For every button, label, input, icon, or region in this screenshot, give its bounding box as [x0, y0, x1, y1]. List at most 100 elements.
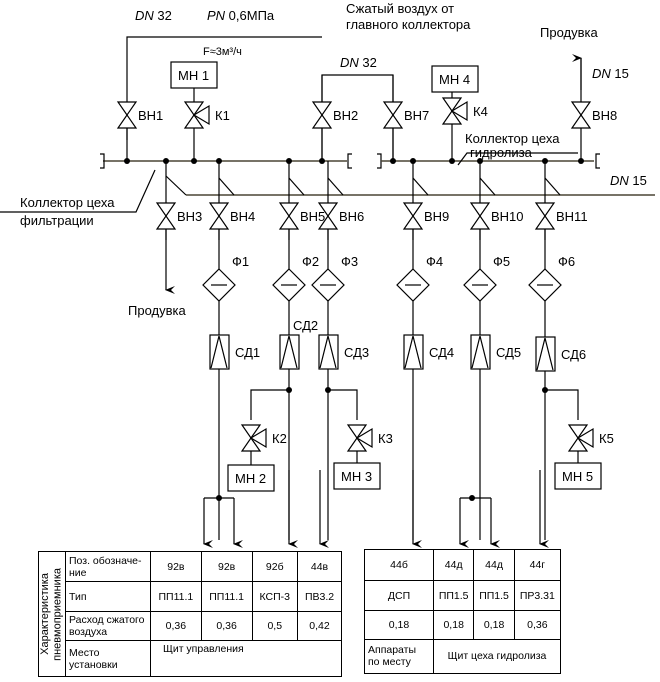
sensor-mark [536, 337, 554, 371]
valve-label: ВН11 [556, 209, 588, 224]
flange-mid-1 [347, 153, 352, 169]
branch-slash [412, 177, 429, 196]
flange-mid-2 [377, 153, 382, 169]
sensor-label: СД5 [496, 345, 521, 360]
sensor-box [403, 334, 424, 370]
gauge-label: МН 2 [235, 471, 266, 486]
flange-left [100, 153, 105, 169]
gate-valve-icon [469, 202, 491, 230]
sensor-box [318, 334, 339, 370]
junction-dot [578, 158, 584, 164]
valve-label: ВН4 [230, 209, 255, 224]
purge-bottom-label: Продувка [128, 303, 186, 318]
valve-label: ВН9 [424, 209, 449, 224]
actuator-icon [450, 100, 468, 122]
actuator-icon [355, 427, 373, 449]
filter-label: Ф2 [302, 254, 319, 269]
cell-type: ПП11.1 [150, 581, 202, 612]
cell-pos: 44б [364, 548, 434, 582]
branch-slash [218, 177, 235, 196]
junction-dot [449, 158, 455, 164]
sensor-box [209, 334, 230, 370]
pressure-valve-label: К3 [378, 431, 393, 446]
pressure-valve-label: К2 [272, 431, 287, 446]
sensor-mark [404, 335, 422, 369]
branch-slash [544, 177, 561, 196]
cell-type: КСП-3 [251, 581, 299, 612]
valve-label: ВН6 [339, 209, 364, 224]
cell-pos: 44д [432, 548, 475, 582]
gauge-box [333, 462, 381, 490]
row-label-location: Место установки [65, 640, 151, 677]
gauge-box [170, 61, 218, 89]
gate-valve-icon [208, 202, 230, 230]
cell-type: ДСП [364, 580, 434, 612]
gauge-box [431, 65, 479, 93]
pressure-valve-label: К4 [473, 104, 488, 119]
gate-valve-icon [278, 202, 300, 230]
flange-right [595, 153, 600, 169]
hydrolysis-label-1: Коллектор цеха [465, 131, 560, 146]
filtration-leader [0, 169, 156, 213]
sensor-label: СД2 [293, 318, 318, 333]
branch-slash [288, 177, 305, 196]
cell-flow: 0,42 [297, 611, 342, 641]
sensor-label: СД4 [429, 345, 454, 360]
sensor-box [470, 334, 491, 370]
cell-pos: 92б [251, 551, 299, 582]
cell-type: ПП11.1 [200, 581, 253, 612]
sensor-label: СД3 [344, 345, 369, 360]
pressure-valve-label: К5 [599, 431, 614, 446]
pressure-valve-label: К1 [215, 108, 230, 123]
valve-label: ВН3 [177, 209, 202, 224]
valve-label: ВН1 [138, 108, 163, 123]
dn-bypass-label: DN 32 [340, 55, 377, 70]
k3-branch [328, 389, 358, 420]
gate-valve-icon [155, 202, 177, 230]
hydrolysis-leader [457, 152, 578, 166]
cell-pos: 92в [150, 551, 202, 582]
cell-type: ПП1.5 [473, 580, 515, 612]
sensor-box [279, 334, 300, 370]
sensor-label: СД1 [235, 345, 260, 360]
filter-label: Ф5 [493, 254, 510, 269]
sensor-mark [471, 335, 489, 369]
gauge-box [227, 464, 275, 492]
actuator-icon [576, 427, 594, 449]
gate-valve-icon [382, 101, 404, 129]
gauge-box [554, 462, 602, 490]
cell-pos: 44в [297, 551, 342, 582]
branch-slash [165, 175, 187, 196]
valve-label: ВН8 [592, 108, 617, 123]
cell-flow: 0,36 [150, 611, 202, 641]
cell-pos: 44г [513, 548, 562, 582]
cell-location: Щит управления [150, 640, 342, 677]
cell-flow: 0,18 [432, 610, 475, 640]
source-label-1: Сжатый воздух от [346, 1, 454, 16]
sensor-mark [319, 335, 337, 369]
gate-valve-icon [534, 202, 556, 230]
gate-valve-icon [570, 101, 592, 129]
valve-label: ВН10 [491, 209, 524, 224]
cell-pos: 44д [473, 548, 515, 582]
gate-valve-icon [311, 101, 333, 129]
cell-type: ПП1.5 [432, 580, 475, 612]
junction-dot [124, 158, 130, 164]
cell-type: ПВ3.2 [297, 581, 342, 612]
filter-label: Ф1 [232, 254, 249, 269]
characteristics-table-right: 44б 44д 44д 44г ДСП ПП1.5 ПП1.5 ПР3.31 0… [364, 548, 562, 675]
source-label-2: главного коллектора [346, 17, 471, 32]
gauge-label: МН 4 [439, 72, 470, 87]
dn-purge-label: DN 15 [592, 66, 629, 81]
cell-pos: 92в [200, 551, 253, 582]
row-label-flow: Расход сжатого воздуха [65, 611, 151, 641]
valve-label: ВН5 [300, 209, 325, 224]
sensor-label: СД6 [561, 347, 586, 362]
row-label-type: Тип [65, 581, 151, 612]
dn-branch-label: DN 15 [610, 173, 647, 188]
cell-location-local: Аппараты по месту [364, 638, 434, 675]
actuator-icon [192, 104, 210, 126]
